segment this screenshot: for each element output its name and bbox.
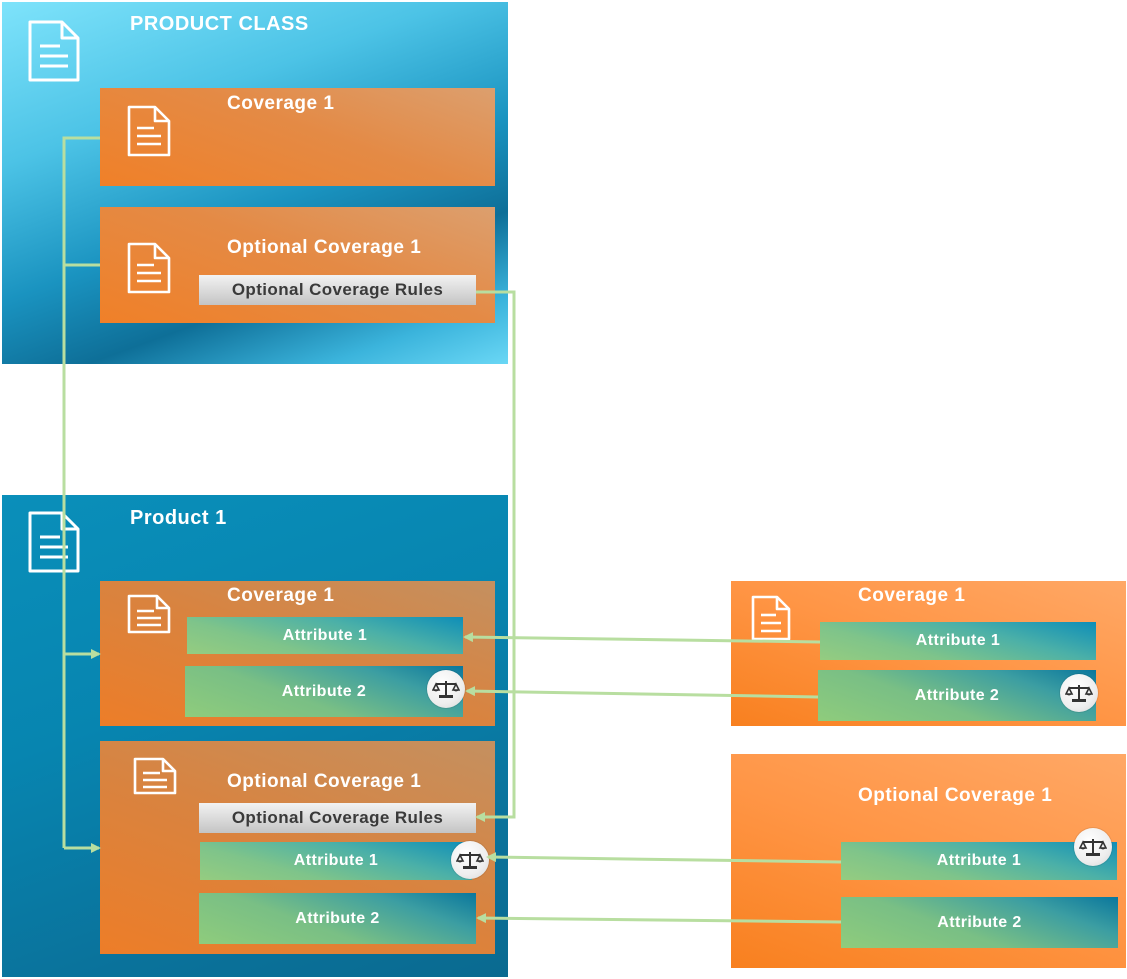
connector-ext-cov-attr-2	[465, 686, 819, 699]
external-coverage-attribute-1[interactable]: Attribute 1	[820, 622, 1096, 660]
external-optional-coverage-attribute-2[interactable]: Attribute 2	[841, 897, 1118, 948]
product-coverage-attribute-2[interactable]: Attribute 2	[185, 666, 463, 717]
document-icon	[126, 104, 172, 158]
product-optional-coverage-attribute-1[interactable]: Attribute 1	[200, 842, 472, 880]
connector-rules	[475, 290, 516, 822]
product-class-title: PRODUCT CLASS	[130, 13, 309, 35]
document-icon	[26, 18, 82, 84]
external-coverage-attribute-2[interactable]: Attribute 2	[818, 670, 1096, 721]
class-coverage-box[interactable]	[100, 88, 495, 186]
product-coverage-attribute-1[interactable]: Attribute 1	[187, 617, 463, 654]
document-icon	[132, 756, 178, 796]
scale-icon[interactable]	[1060, 674, 1098, 712]
document-icon	[126, 241, 172, 295]
external-coverage-title: Coverage 1	[858, 585, 966, 606]
class-optional-coverage-title: Optional Coverage 1	[227, 237, 422, 258]
document-icon	[126, 593, 172, 635]
external-optional-coverage-attribute-1[interactable]: Attribute 1	[841, 842, 1117, 880]
scale-icon[interactable]	[451, 841, 489, 879]
product-optional-coverage-attribute-2[interactable]: Attribute 2	[199, 893, 476, 944]
class-optional-coverage-rules[interactable]: Optional Coverage Rules	[199, 275, 476, 305]
scale-icon[interactable]	[1074, 828, 1112, 866]
class-coverage-title: Coverage 1	[227, 93, 335, 114]
document-icon	[26, 509, 82, 575]
product-optional-coverage-rules[interactable]: Optional Coverage Rules	[199, 803, 476, 833]
document-icon	[750, 594, 792, 642]
product-coverage-title: Coverage 1	[227, 585, 335, 606]
connector-class-coverage	[62, 136, 100, 848]
scale-icon[interactable]	[427, 670, 465, 708]
connector-ext-opt-attr-2	[476, 913, 842, 924]
connector-ext-opt-attr-1	[486, 852, 842, 864]
connector-ext-cov-attr-1	[463, 632, 821, 644]
external-optional-coverage-title: Optional Coverage 1	[858, 785, 1053, 806]
product-optional-coverage-title: Optional Coverage 1	[227, 771, 422, 792]
product-title: Product 1	[130, 507, 227, 529]
